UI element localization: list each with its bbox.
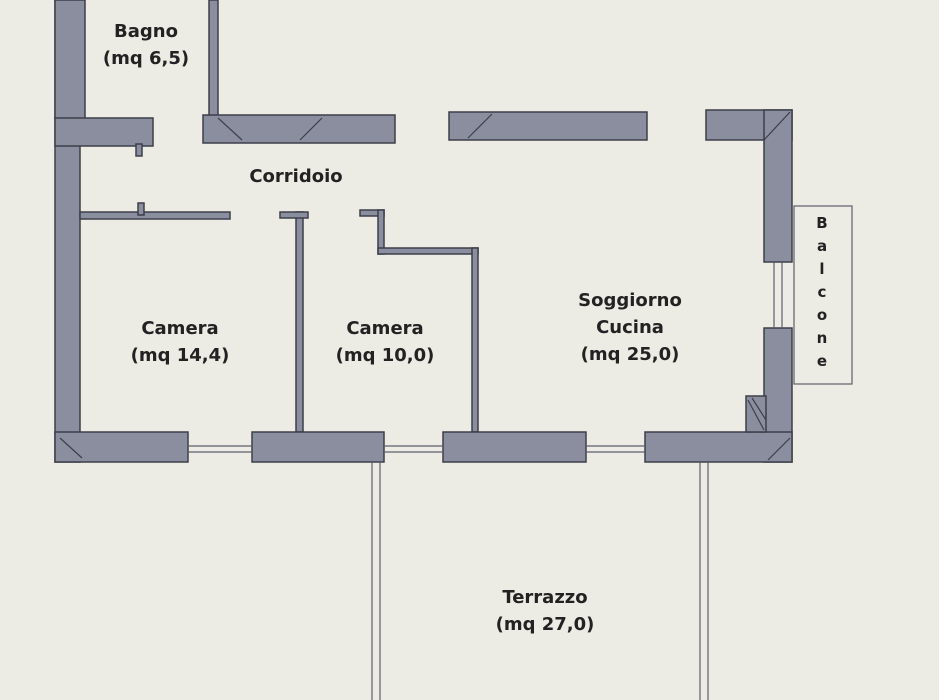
wall-bottom-3	[442, 431, 587, 463]
wall-bagno-stub	[135, 143, 143, 157]
balcone-letter: e	[816, 352, 828, 370]
bagno-name: Bagno	[114, 21, 178, 42]
label-camera-2: Camera (mq 10,0)	[325, 315, 445, 369]
wall-bottom-1	[54, 431, 189, 463]
soggiorno-name-2: Cucina	[596, 317, 664, 338]
wall-bagno-right	[208, 0, 219, 119]
wall-camera2-right-b	[377, 247, 479, 255]
label-corridoio: Corridoio	[236, 163, 356, 190]
balcone-letter: B	[816, 214, 828, 232]
wall-camera2-left-top	[279, 211, 309, 219]
camera1-area: (mq 14,4)	[130, 345, 230, 366]
balcone-letter: c	[817, 283, 827, 301]
camera2-name: Camera	[346, 318, 424, 339]
wall-bagno-left	[54, 0, 86, 121]
balcone-letter: l	[819, 260, 825, 278]
wall-bottom-2	[251, 431, 385, 463]
label-bagno: Bagno (mq 6,5)	[96, 18, 196, 72]
label-camera-1: Camera (mq 14,4)	[120, 315, 240, 369]
balcone-letter: a	[816, 237, 828, 255]
terrazzo-name: Terrazzo	[502, 587, 588, 608]
soggiorno-area: (mq 25,0)	[580, 344, 680, 365]
wall-bottom-4	[644, 431, 793, 463]
corridoio-name: Corridoio	[249, 166, 343, 187]
wall-camera1-top-stub	[137, 202, 145, 216]
camera2-area: (mq 10,0)	[335, 345, 435, 366]
camera1-name: Camera	[141, 318, 219, 339]
wall-right-upper	[763, 109, 793, 263]
label-balcone: B a l c o n e	[812, 212, 832, 373]
balcone-letter: n	[816, 329, 828, 347]
bagno-area: (mq 6,5)	[102, 48, 190, 69]
wall-camera2-right-c	[471, 247, 479, 433]
soggiorno-name-1: Soggiorno	[578, 290, 682, 311]
label-terrazzo: Terrazzo (mq 27,0)	[480, 584, 610, 638]
wall-corridoio-top-1	[202, 114, 396, 144]
wall-bagno-bottom	[54, 117, 154, 147]
balcone-letter: o	[816, 306, 828, 324]
wall-camera2-left	[295, 211, 304, 433]
label-soggiorno: Soggiorno Cucina (mq 25,0)	[560, 287, 700, 368]
wall-corridoio-top-2	[448, 111, 648, 141]
wall-camera1-top	[79, 211, 231, 220]
terrazzo-area: (mq 27,0)	[495, 614, 595, 635]
